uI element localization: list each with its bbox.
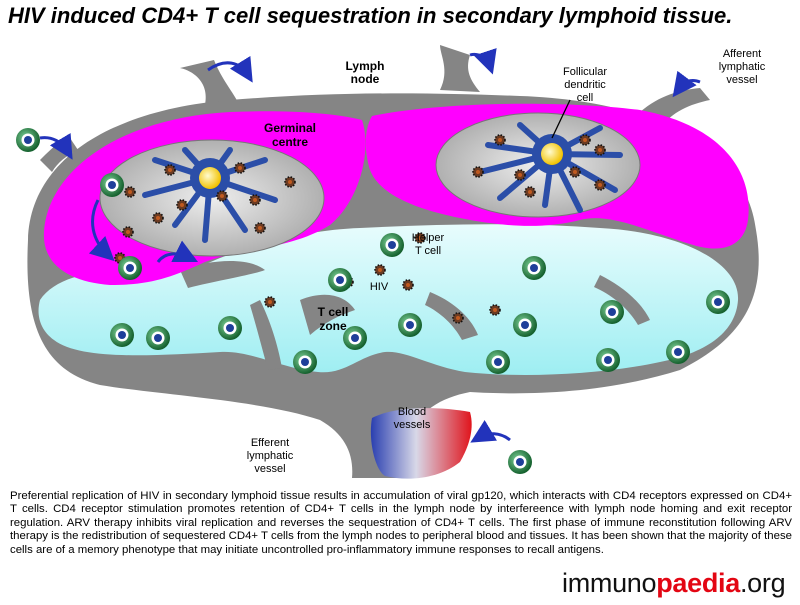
hiv-virion (494, 134, 506, 146)
hiv-virion (249, 194, 261, 206)
cd4-t-cell (596, 348, 620, 372)
label-helper-2: T cell (415, 245, 441, 257)
cd4-t-cell (328, 268, 352, 292)
fdc-leader-line (551, 99, 571, 139)
label-fdc-1: Follicular (563, 66, 607, 78)
afferent-vessel-1 (180, 60, 240, 106)
label-tzone-2: zone (319, 319, 347, 333)
cd4-t-cell (508, 450, 532, 474)
cd4-t-cell (600, 300, 624, 324)
label-tzone-1: T cell (318, 305, 349, 319)
dendritic-nucleus-left (199, 167, 221, 189)
cd4-t-cell (110, 323, 134, 347)
page-title: HIV induced CD4+ T cell sequestration in… (8, 3, 733, 28)
cd4-t-cell (118, 256, 142, 280)
cd4-t-cell (706, 290, 730, 314)
cd4-t-cells (16, 128, 730, 474)
cd4-t-cell (146, 326, 170, 350)
label-blood-1: Blood (398, 406, 426, 418)
label-germinal-2: centre (272, 135, 308, 149)
label-fdc-2: dendritic (564, 79, 606, 91)
cd4-t-cell (666, 340, 690, 364)
migration-arrows (39, 47, 701, 443)
trabecula-4 (250, 300, 282, 370)
brand-post: .org (739, 568, 786, 598)
afferent-vessel-2 (440, 45, 480, 92)
label-efferent-1: Efferent (251, 437, 289, 449)
label-lymph-node-2: node (351, 72, 380, 86)
label-afferent-2: lymphatic (719, 61, 766, 73)
hiv-virion (414, 232, 426, 244)
hiv-virion (122, 226, 134, 238)
trabecula-3 (425, 292, 478, 340)
brand-pre: immuno (562, 568, 657, 598)
cd4-t-cell (398, 313, 422, 337)
cd4-t-cell (293, 350, 317, 374)
cd4-t-cell (100, 173, 124, 197)
label-germinal-1: Germinal (264, 121, 316, 135)
hiv-virion (164, 164, 176, 176)
dendritic-nucleus-right (541, 143, 563, 165)
hiv-virion (234, 162, 246, 174)
brand-mid: paedia (656, 568, 740, 598)
hiv-virion (176, 199, 188, 211)
hiv-virion (374, 264, 386, 276)
hiv-virion (472, 166, 484, 178)
hiv-virion (254, 222, 266, 234)
label-hiv: HIV (370, 281, 389, 293)
trabecula-5 (594, 275, 650, 325)
hiv-virion (124, 186, 136, 198)
hiv-virion (594, 179, 606, 191)
hiv-virion (216, 190, 228, 202)
label-fdc-3: cell (577, 92, 594, 104)
paracortex-t-cell-zone (38, 224, 739, 375)
hiv-virion (524, 186, 536, 198)
hiv-virion (514, 169, 526, 181)
cd4-t-cell (513, 313, 537, 337)
hiv-virion (579, 134, 591, 146)
follicle-left (99, 139, 325, 257)
hiv-virion (452, 312, 464, 324)
hiv-virion (489, 304, 501, 316)
hiv-virion (152, 212, 164, 224)
label-afferent-3: vessel (726, 74, 757, 86)
blood-vessels (370, 408, 472, 479)
hiv-virion (594, 144, 606, 156)
trabecula-1 (180, 261, 265, 288)
cd4-t-cell (380, 233, 404, 257)
cd4-t-cell (218, 316, 242, 340)
label-efferent-2: lymphatic (247, 450, 294, 462)
trabecula-2 (300, 294, 355, 335)
hiv-virion (264, 296, 276, 308)
cd4-t-cell (522, 256, 546, 280)
hiv-virion (569, 166, 581, 178)
cd4-t-cell (486, 350, 510, 374)
cd4-t-cell (16, 128, 40, 152)
label-helper-1: Helper (412, 232, 445, 244)
label-lymph-node-1: Lymph (346, 59, 385, 73)
label-afferent-1: Afferent (723, 48, 761, 60)
hiv-virion (402, 279, 414, 291)
hiv-virion (284, 176, 296, 188)
caption-text: Preferential replication of HIV in secon… (10, 490, 792, 556)
label-blood-2: vessels (394, 419, 431, 431)
label-efferent-3: vessel (254, 463, 285, 475)
cd4-t-cell (343, 326, 367, 350)
brand-logo: immunopaedia.org (562, 568, 786, 598)
